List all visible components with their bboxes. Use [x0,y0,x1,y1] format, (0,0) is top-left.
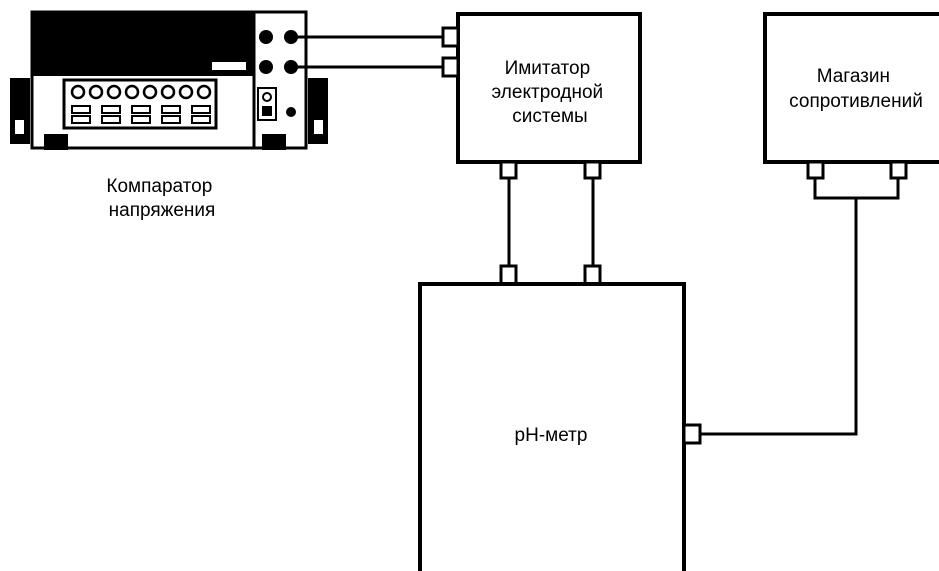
simulator-to-ph-wires [507,178,595,266]
ph-meter-label: pH-метр [515,425,588,446]
ph-meter-box [418,264,702,571]
simulator-label: Имитатор электродной системы [492,58,609,127]
resistance-box-label: Магазин сопротивлений [789,66,923,112]
resistance-box [763,12,939,200]
ph-to-resistance-wire [700,198,858,436]
comparator-wires [296,35,443,69]
comparator-label: Компаратор напряжения [106,176,217,221]
comparator-device [10,10,328,150]
simulator-box [441,12,642,180]
